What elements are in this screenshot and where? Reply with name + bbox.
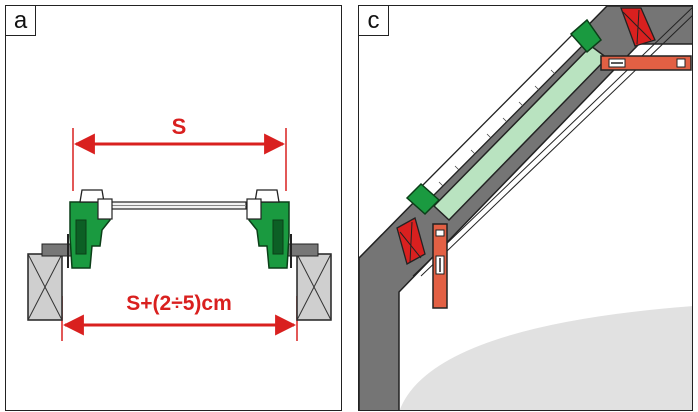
panel-label-c: c [359,6,389,36]
panel-c: c [358,5,693,411]
frame-top-end [569,18,603,54]
dimension-s-label: S [172,114,187,139]
panel-a: a S S+(2÷5)cm [5,5,342,411]
red-wedge-icon [396,217,426,265]
window-cross-section-diagram: S S+(2÷5)cm [27,114,332,341]
wall-block-icon [287,243,332,321]
roof-installation-diagram [359,6,692,410]
window-frame-section-icon [246,189,292,269]
dimension-s: S [72,114,287,191]
spirit-level-icon [432,223,448,309]
wall-block-icon [27,243,73,321]
ruler-ticks [438,69,556,187]
glazing-strip [432,45,609,222]
window-frame-section-icon [67,189,113,269]
lining-line [412,7,692,277]
red-wedge-icon [620,7,656,47]
spirit-level-icon [600,55,692,71]
shadow-area [399,306,692,410]
dimension-s-plus-label: S+(2÷5)cm [126,292,232,315]
panel-label-a: a [6,6,36,36]
frame-bottom-end [405,182,441,216]
dimension-s-plus: S+(2÷5)cm [61,292,298,341]
